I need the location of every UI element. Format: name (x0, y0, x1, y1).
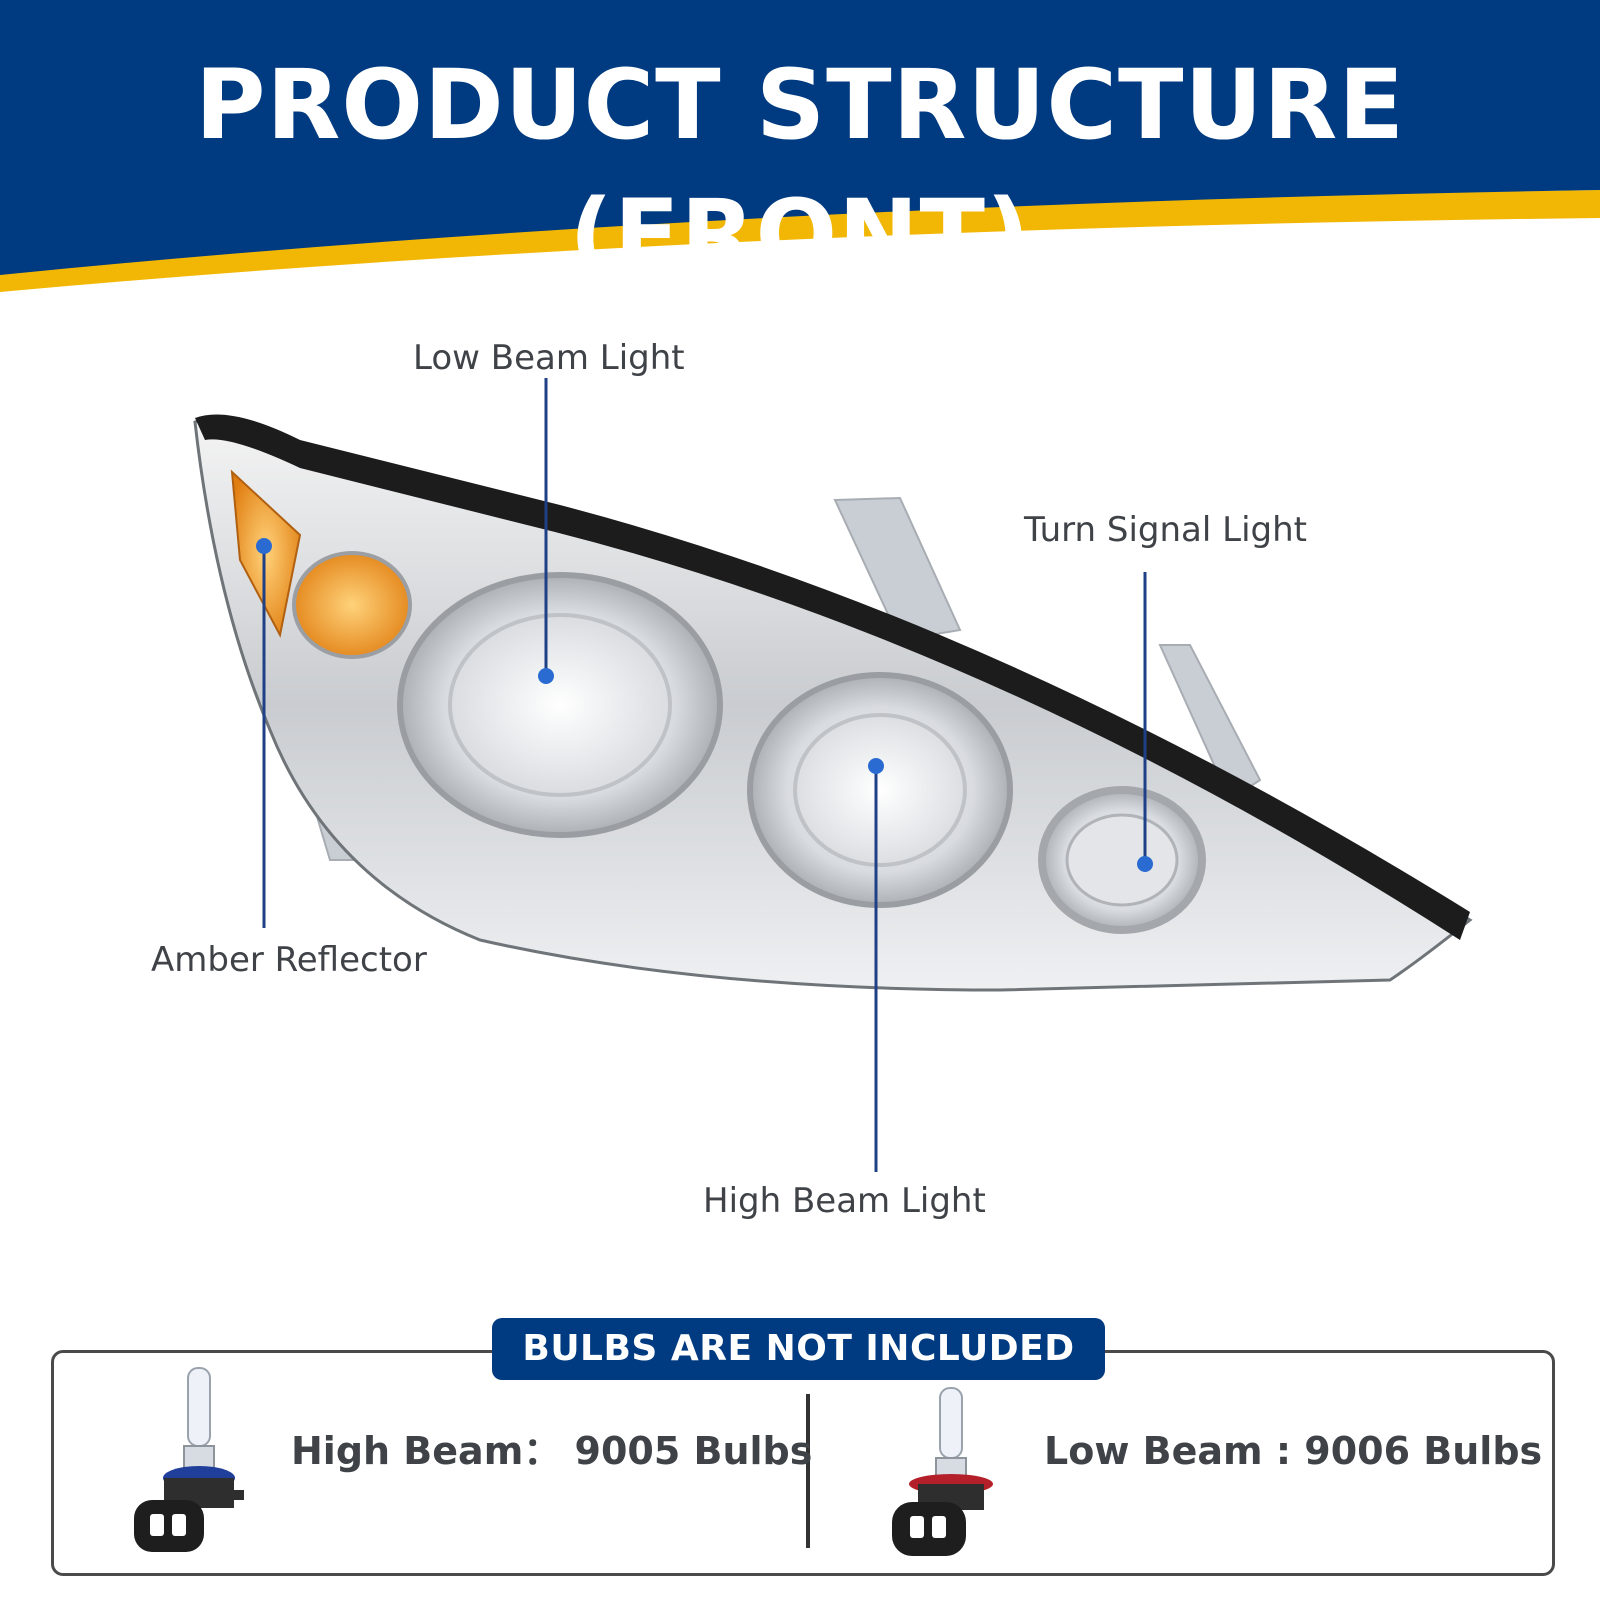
headlight-top-seal (195, 414, 1470, 941)
high-beam-bulb-label: High Beam： 9005 Bulbs (291, 1429, 813, 1473)
low-beam-reflector (397, 572, 723, 838)
halogen-bulb-9006-icon (892, 1387, 993, 1556)
header-background (0, 0, 1600, 292)
callout-turn-signal-light: Turn Signal Light (1024, 510, 1307, 550)
turn-signal-callout-dot (1137, 856, 1153, 872)
callout-high-beam-light: High Beam Light (703, 1181, 986, 1221)
high-beam-reflector (747, 672, 1013, 908)
callout-low-beam-light: Low Beam Light (413, 338, 685, 378)
bulbs-not-included-banner: BULBS ARE NOT INCLUDED (492, 1318, 1105, 1380)
header-gold-stripe (0, 190, 1600, 292)
mount-bracket-top (833, 496, 962, 642)
high-beam-inner-ring (793, 713, 967, 867)
low-beam-callout-dot (538, 668, 554, 684)
bulb-box-divider (806, 1394, 810, 1548)
mount-bracket-right (1158, 644, 1262, 802)
callout-amber-reflector: Amber Reflector (151, 940, 427, 980)
headlight-diagram (193, 378, 1473, 1172)
low-beam-inner-ring (448, 613, 672, 797)
page-title: PRODUCT STRUCTURE (FRONT) (195, 49, 1405, 291)
halogen-bulb-9005-icon (134, 1367, 244, 1552)
side-marker-lens (292, 551, 412, 659)
low-beam-bulb-label: Low Beam : 9006 Bulbs (1044, 1429, 1543, 1473)
turn-signal-inner (1065, 813, 1179, 907)
amber-reflector-callout-dot (256, 538, 272, 554)
high-beam-callout-dot (868, 758, 884, 774)
header-navy-band (0, 0, 1600, 275)
